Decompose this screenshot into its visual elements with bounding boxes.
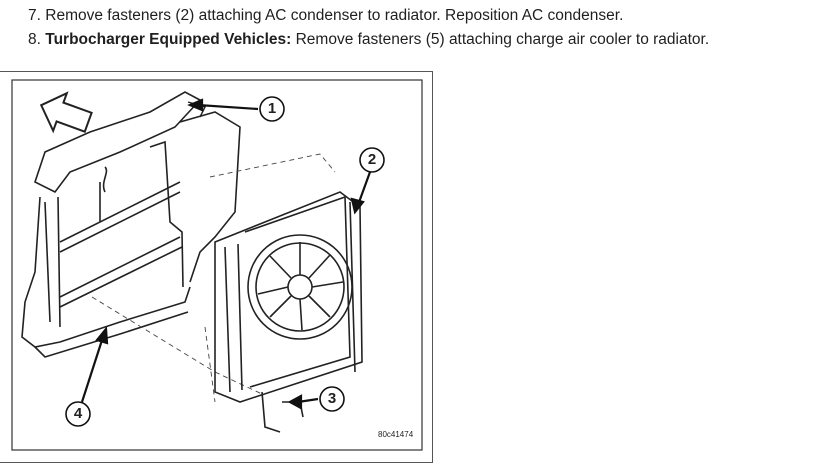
step-text: Remove fasteners (2) attaching AC conden… [45,7,624,24]
radiator-drawing [11,79,423,451]
step-number: 7. [28,7,41,24]
callout-1: 1 [267,100,277,117]
guide-lines [91,153,336,403]
step-number: 8. [28,31,41,48]
leader-arrows [80,98,372,410]
callout-4: 4 [73,405,83,422]
radiator-diagram: 1 2 3 4 80c41474 [0,71,433,463]
callout-3: 3 [327,390,337,407]
step-7: 7. Remove fasteners (2) attaching AC con… [28,6,623,26]
step-bold-label: Turbocharger Equipped Vehicles: [45,31,292,48]
radiator-support [21,91,241,358]
forward-arrow-icon [39,91,93,134]
figure-id-label: 80c41474 [378,430,414,439]
callout-2: 2 [367,151,377,168]
step-text: Remove fasteners (5) attaching charge ai… [291,31,710,48]
step-8: 8. Turbocharger Equipped Vehicles: Remov… [28,30,709,50]
callout-circles [65,96,385,427]
